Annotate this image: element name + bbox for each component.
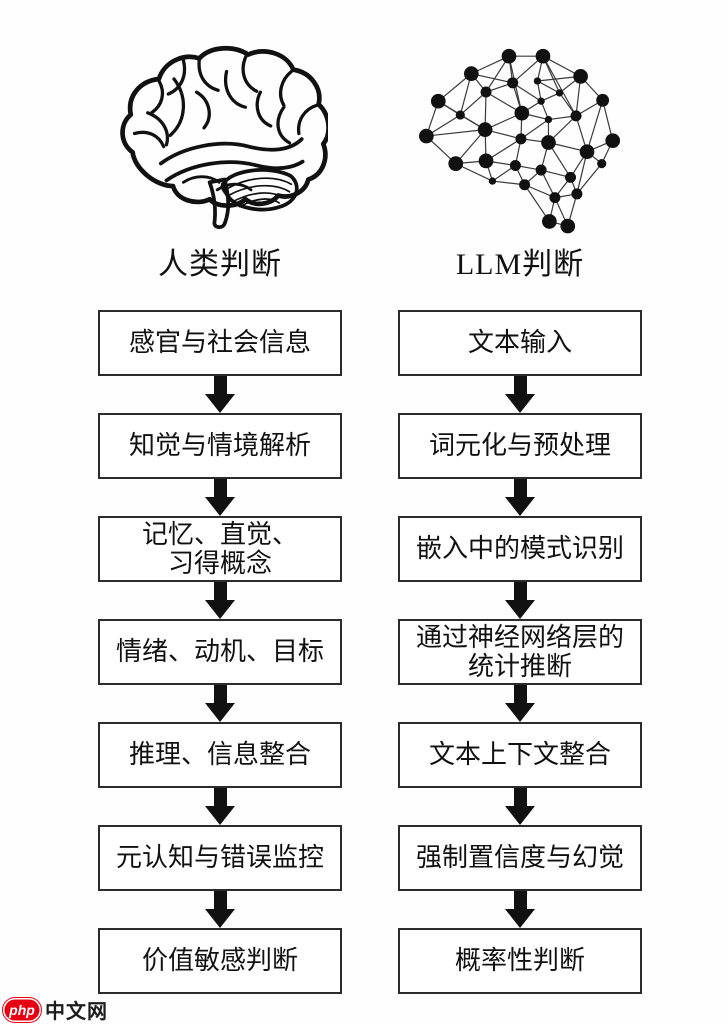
flow-step: 情绪、动机、目标 <box>98 619 342 685</box>
flow-step: 元认知与错误监控 <box>98 825 342 891</box>
flow-step: 概率性判断 <box>398 928 642 994</box>
flow-step: 通过神经网络层的 统计推断 <box>398 619 642 685</box>
down-arrow-icon <box>98 479 342 516</box>
down-arrow-icon <box>98 788 342 825</box>
llm-judgment-column: LLM判断 文本输入 词元化与预处理 嵌入中的模式识别 通过神经网络层的 统计推… <box>398 26 642 994</box>
flow-step: 感官与社会信息 <box>98 310 342 376</box>
flow-step: 文本上下文整合 <box>398 722 642 788</box>
down-arrow-icon <box>398 891 642 928</box>
flow-step: 知觉与情境解析 <box>98 413 342 479</box>
down-arrow-icon <box>398 685 642 722</box>
flow-step: 推理、信息整合 <box>98 722 342 788</box>
flow-step: 价值敏感判断 <box>98 928 342 994</box>
llm-judgment-flow: 文本输入 词元化与预处理 嵌入中的模式识别 通过神经网络层的 统计推断 文本上下… <box>398 310 642 994</box>
flow-step: 强制置信度与幻觉 <box>398 825 642 891</box>
down-arrow-icon <box>398 376 642 413</box>
llm-judgment-title: LLM判断 <box>455 248 585 281</box>
flow-step: 文本输入 <box>398 310 642 376</box>
down-arrow-icon <box>98 582 342 619</box>
watermark-site-name: 中文网 <box>45 1001 108 1023</box>
down-arrow-icon <box>98 891 342 928</box>
flow-step: 记忆、直觉、 习得概念 <box>98 516 342 582</box>
down-arrow-icon <box>398 582 642 619</box>
down-arrow-icon <box>398 479 642 516</box>
human-judgment-flow: 感官与社会信息 知觉与情境解析 记忆、直觉、 习得概念 情绪、动机、目标 推理、… <box>98 310 342 994</box>
neural-network-brain-icon <box>398 26 642 238</box>
php-chinese-site-watermark: php 中文网 <box>3 995 108 1024</box>
human-brain-icon <box>98 26 342 238</box>
human-judgment-title: 人类判断 <box>158 248 282 281</box>
flow-step: 嵌入中的模式识别 <box>398 516 642 582</box>
down-arrow-icon <box>398 788 642 825</box>
down-arrow-icon <box>98 376 342 413</box>
human-brain-line-art <box>120 46 328 230</box>
neural-network-graph <box>419 48 621 234</box>
human-judgment-column: 人类判断 感官与社会信息 知觉与情境解析 记忆、直觉、 习得概念 情绪、动机、目… <box>98 26 342 994</box>
flow-step: 词元化与预处理 <box>398 413 642 479</box>
php-logo-badge: php <box>3 997 41 1022</box>
down-arrow-icon <box>98 685 342 722</box>
